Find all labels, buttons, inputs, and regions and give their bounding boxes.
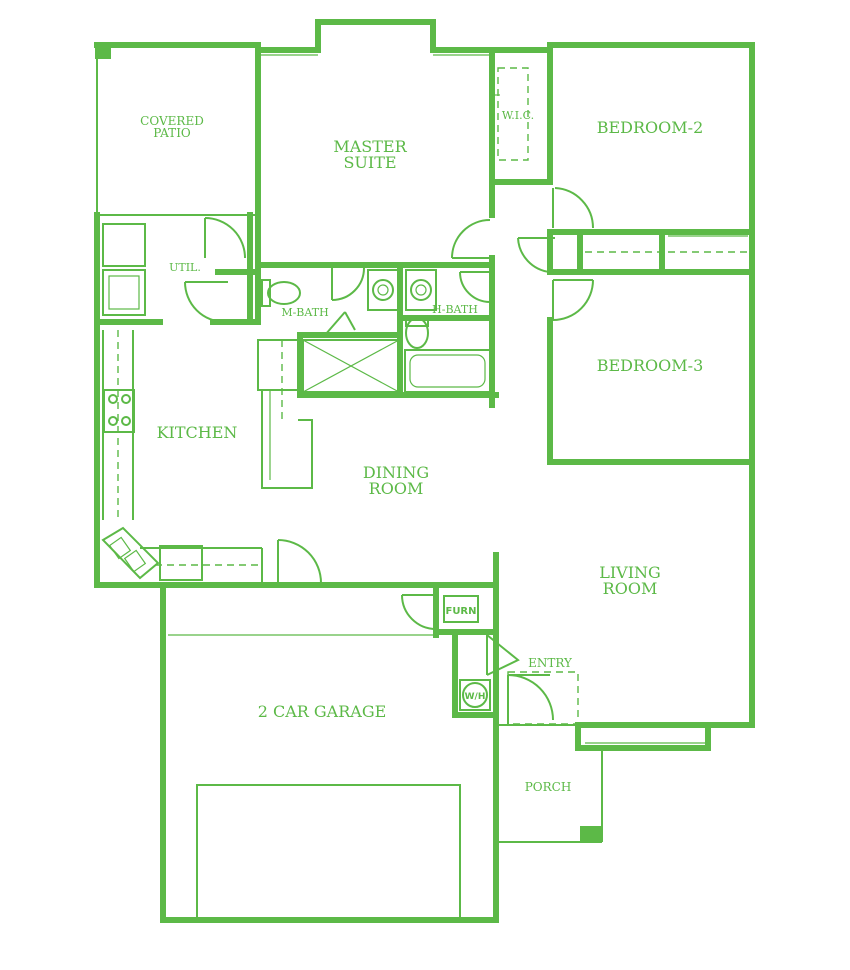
dining-room-label-2: ROOM	[369, 479, 424, 498]
porch-label: PORCH	[525, 780, 572, 794]
bedroom-3-label: BEDROOM-3	[597, 356, 704, 375]
h-bath-label: H-BATH	[432, 303, 478, 316]
interior-walls	[94, 47, 755, 718]
door-swings	[184, 187, 595, 725]
covered-patio-outline	[95, 43, 258, 216]
util-label: UTIL.	[169, 261, 201, 274]
covered-patio-label-1: COVERED	[140, 114, 204, 128]
kitchen-label: KITCHEN	[157, 423, 238, 442]
master-suite-label-1: MASTER	[333, 137, 407, 156]
entry-label: ENTRY	[528, 656, 573, 670]
living-room-label-1: LIVING	[599, 563, 661, 582]
m-bath-label: M-BATH	[281, 306, 328, 319]
bedroom-2-label: BEDROOM-2	[597, 118, 704, 137]
room-labels: COVERED PATIO MASTER SUITE W.I.C. BEDROO…	[140, 109, 703, 794]
window-lines	[258, 43, 753, 744]
water-heater: W/H	[459, 679, 491, 711]
master-suite-label-2: SUITE	[343, 153, 396, 172]
fixtures	[101, 67, 748, 921]
living-room-label-2: ROOM	[603, 579, 658, 598]
furnace-label: FURN	[445, 606, 476, 617]
furnace: FURN	[443, 595, 479, 623]
wic-label: W.I.C.	[502, 109, 534, 122]
covered-patio-label-2: PATIO	[153, 126, 191, 140]
water-heater-label: W/H	[465, 692, 486, 702]
dining-room-label-1: DINING	[363, 463, 429, 482]
garage-label: 2 CAR GARAGE	[258, 702, 387, 721]
